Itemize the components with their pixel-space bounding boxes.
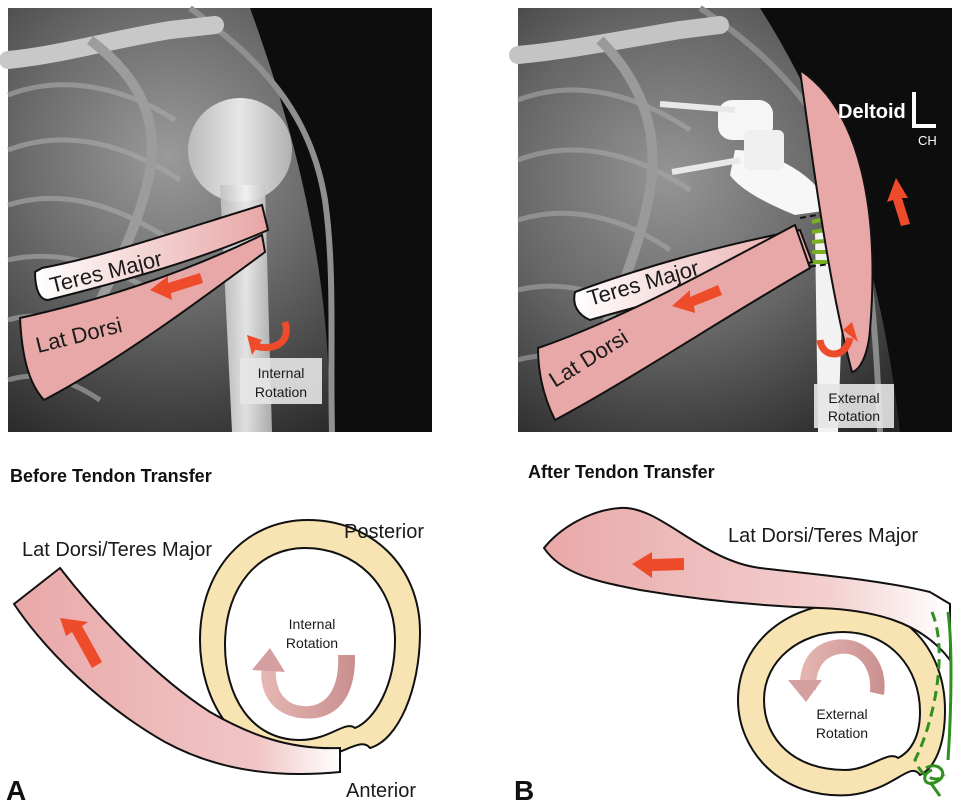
external-rotation-label-xray-b: External [828, 390, 879, 406]
internal-rotation-label-diagram-a: Internal [289, 616, 336, 632]
anterior-label: Anterior [346, 780, 416, 802]
tendon-label-a: Lat Dorsi/Teres Major [22, 539, 212, 561]
external-rotation-label2-xray-b: Rotation [828, 408, 880, 424]
external-rotation-label-diagram-b: External [816, 706, 867, 722]
deltoid-label: Deltoid [838, 101, 906, 123]
panel-b-title: After Tendon Transfer [528, 462, 715, 482]
internal-rotation-label2-diagram-a: Rotation [286, 635, 338, 651]
cross-section-b [544, 508, 951, 796]
internal-rotation-label2-xray-a: Rotation [255, 384, 307, 400]
panel-a-title: Before Tendon Transfer [10, 466, 212, 486]
external-rotation-label2-diagram-b: Rotation [816, 725, 868, 741]
internal-rotation-label-xray-a: Internal [258, 365, 305, 381]
posterior-label: Posterior [344, 521, 424, 543]
panel-b-letter: B [514, 775, 534, 805]
ch-initials: CH [918, 133, 937, 148]
panel-a-letter: A [6, 775, 26, 805]
tendon-label-b: Lat Dorsi/Teres Major [728, 525, 918, 547]
